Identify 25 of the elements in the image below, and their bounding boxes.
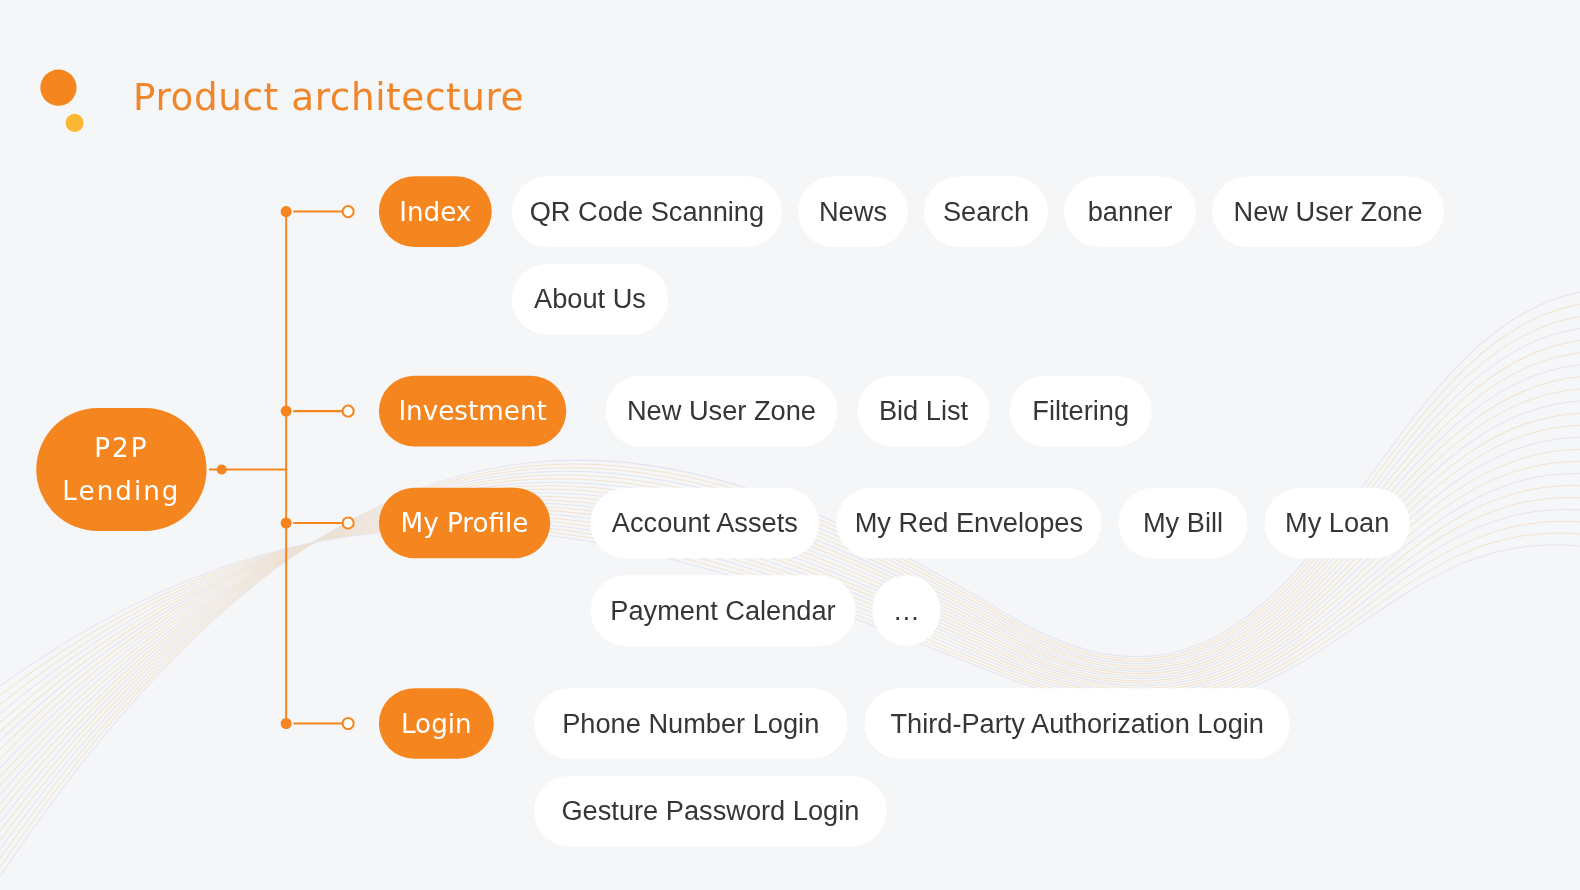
- feature-pill: New User Zone: [1212, 176, 1444, 247]
- feature-pill: Gesture Password Login: [534, 775, 887, 847]
- feature-pill: My Bill: [1118, 487, 1248, 559]
- feature-pill: News: [798, 176, 908, 247]
- connector-line: [208, 206, 292, 730]
- feature-pill: …: [872, 575, 941, 646]
- feature-pill: Search: [924, 176, 1048, 247]
- category-pill: Index: [378, 176, 492, 247]
- feature-pill: Payment Calendar: [590, 575, 856, 646]
- root-node: P2P Lending: [36, 408, 207, 532]
- category-pill: Login: [378, 688, 494, 759]
- category-pill: My Profile: [378, 487, 551, 559]
- feature-pill: My Red Envelopes: [836, 487, 1102, 559]
- feature-pill: New User Zone: [605, 375, 838, 447]
- feature-pill: Bid List: [857, 375, 990, 447]
- feature-pill: Account Assets: [590, 487, 820, 559]
- feature-pill: Filtering: [1009, 375, 1152, 447]
- category-pill: Investment: [378, 375, 567, 447]
- page-title: Product architecture: [133, 74, 525, 121]
- feature-pill: Phone Number Login: [534, 688, 848, 759]
- feature-pill: Third-Party Authorization Login: [864, 688, 1290, 759]
- feature-pill: About Us: [511, 264, 669, 335]
- feature-pill: QR Code Scanning: [511, 176, 782, 247]
- feature-pill: banner: [1064, 176, 1197, 247]
- feature-pill: My Loan: [1264, 487, 1410, 559]
